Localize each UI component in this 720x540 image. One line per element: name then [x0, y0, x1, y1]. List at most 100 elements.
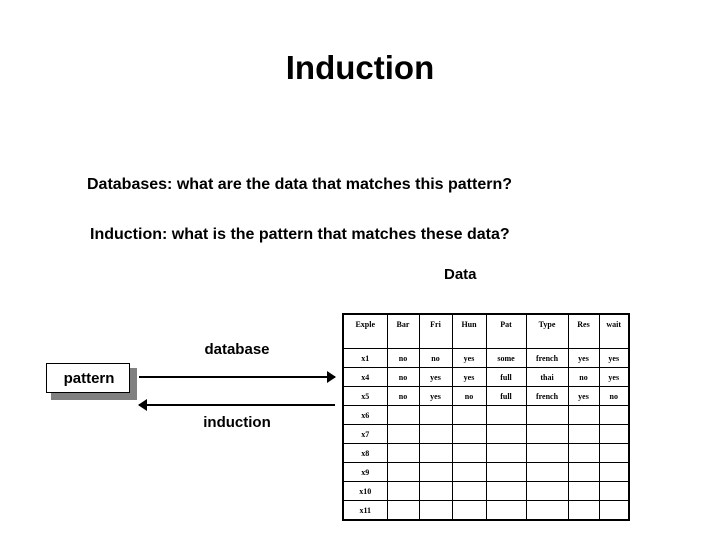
- table-row-label: x8: [342, 443, 388, 463]
- pattern-box: pattern: [46, 363, 130, 393]
- arrow-line: [139, 404, 335, 406]
- table-row: x9: [342, 462, 630, 482]
- table-cell: [598, 462, 630, 482]
- table-cell: [418, 462, 453, 482]
- table-cell: [418, 500, 453, 521]
- table-cell: yes: [418, 367, 453, 387]
- table-column-header-type: Type: [525, 313, 569, 349]
- table-cell: [386, 405, 420, 425]
- table-cell: [418, 481, 453, 501]
- table-cell: [567, 500, 600, 521]
- table-cell: [525, 424, 569, 444]
- table-cell: [485, 424, 527, 444]
- table-cell: [451, 405, 487, 425]
- arrow-head-left-icon: [138, 399, 147, 411]
- table-cell: no: [418, 348, 453, 368]
- table-cell: [598, 405, 630, 425]
- table-cell: french: [525, 386, 569, 406]
- table-cell: [451, 462, 487, 482]
- table-row-label: x10: [342, 481, 388, 501]
- arrow-line: [139, 376, 335, 378]
- table-cell: no: [386, 348, 420, 368]
- table-cell: [485, 462, 527, 482]
- table-column-header-exple: Exple: [342, 313, 388, 349]
- table-cell: yes: [418, 386, 453, 406]
- page-title: Induction: [285, 49, 435, 86]
- table-cell: yes: [567, 386, 600, 406]
- table-cell: [567, 443, 600, 463]
- table-cell: yes: [598, 348, 630, 368]
- table-cell: full: [485, 367, 527, 387]
- table-row-label: x7: [342, 424, 388, 444]
- table-column-header-bar: Bar: [386, 313, 420, 349]
- table-row-label: x9: [342, 462, 388, 482]
- table-cell: no: [386, 367, 420, 387]
- table-cell: [451, 500, 487, 521]
- table-cell: [485, 443, 527, 463]
- table-cell: [567, 481, 600, 501]
- table-cell: [386, 424, 420, 444]
- table-cell: [525, 481, 569, 501]
- table-cell: [386, 481, 420, 501]
- table-column-header-res: Res: [567, 313, 600, 349]
- table-row: x11: [342, 500, 630, 521]
- table-cell: [525, 500, 569, 521]
- table-cell: [567, 405, 600, 425]
- table-column-header-fri: Fri: [418, 313, 453, 349]
- table-cell: [598, 481, 630, 501]
- table-row-label: x6: [342, 405, 388, 425]
- table-cell: [386, 462, 420, 482]
- arrow-database-right: [139, 370, 336, 384]
- table-row: x6: [342, 405, 630, 425]
- table-cell: [451, 424, 487, 444]
- table-cell: yes: [598, 367, 630, 387]
- table-cell: no: [386, 386, 420, 406]
- table-cell: no: [598, 386, 630, 406]
- table-cell: [418, 405, 453, 425]
- data-section-label: Data: [444, 266, 477, 283]
- table-cell: thai: [525, 367, 569, 387]
- table-cell: [386, 500, 420, 521]
- table-row-label: x11: [342, 500, 388, 521]
- statement-induction: Induction: what is the pattern that matc…: [90, 226, 510, 243]
- table-cell: [485, 405, 527, 425]
- table-cell: yes: [567, 348, 600, 368]
- table-cell: yes: [451, 367, 487, 387]
- table-cell: [567, 424, 600, 444]
- table-cell: no: [451, 386, 487, 406]
- arrow-label-induction: induction: [203, 414, 271, 431]
- pattern-data-diagram: pattern database induction: [40, 332, 340, 442]
- table-row: x7: [342, 424, 630, 444]
- table-row: x8: [342, 443, 630, 463]
- table-cell: [485, 481, 527, 501]
- arrow-induction-left: [138, 398, 335, 412]
- table-row: x10: [342, 481, 630, 501]
- table-cell: [485, 500, 527, 521]
- table-cell: [567, 462, 600, 482]
- table-cell: no: [567, 367, 600, 387]
- table-cell: [386, 443, 420, 463]
- table-cell: yes: [451, 348, 487, 368]
- table-cell: french: [525, 348, 569, 368]
- table-column-header-hun: Hun: [451, 313, 487, 349]
- table-cell: [418, 424, 453, 444]
- table-column-header-wait: wait: [598, 313, 630, 349]
- arrow-head-right-icon: [327, 371, 336, 383]
- table-cell: [525, 462, 569, 482]
- table-cell: some: [485, 348, 527, 368]
- table-cell: [525, 443, 569, 463]
- arrow-label-database: database: [204, 341, 270, 358]
- table-column-header-pat: Pat: [485, 313, 527, 349]
- table-cell: [598, 424, 630, 444]
- table-cell: full: [485, 386, 527, 406]
- pattern-box-label: pattern: [63, 370, 115, 387]
- table-row-label: x1: [342, 348, 388, 368]
- table-cell: [598, 443, 630, 463]
- table-cell: [418, 443, 453, 463]
